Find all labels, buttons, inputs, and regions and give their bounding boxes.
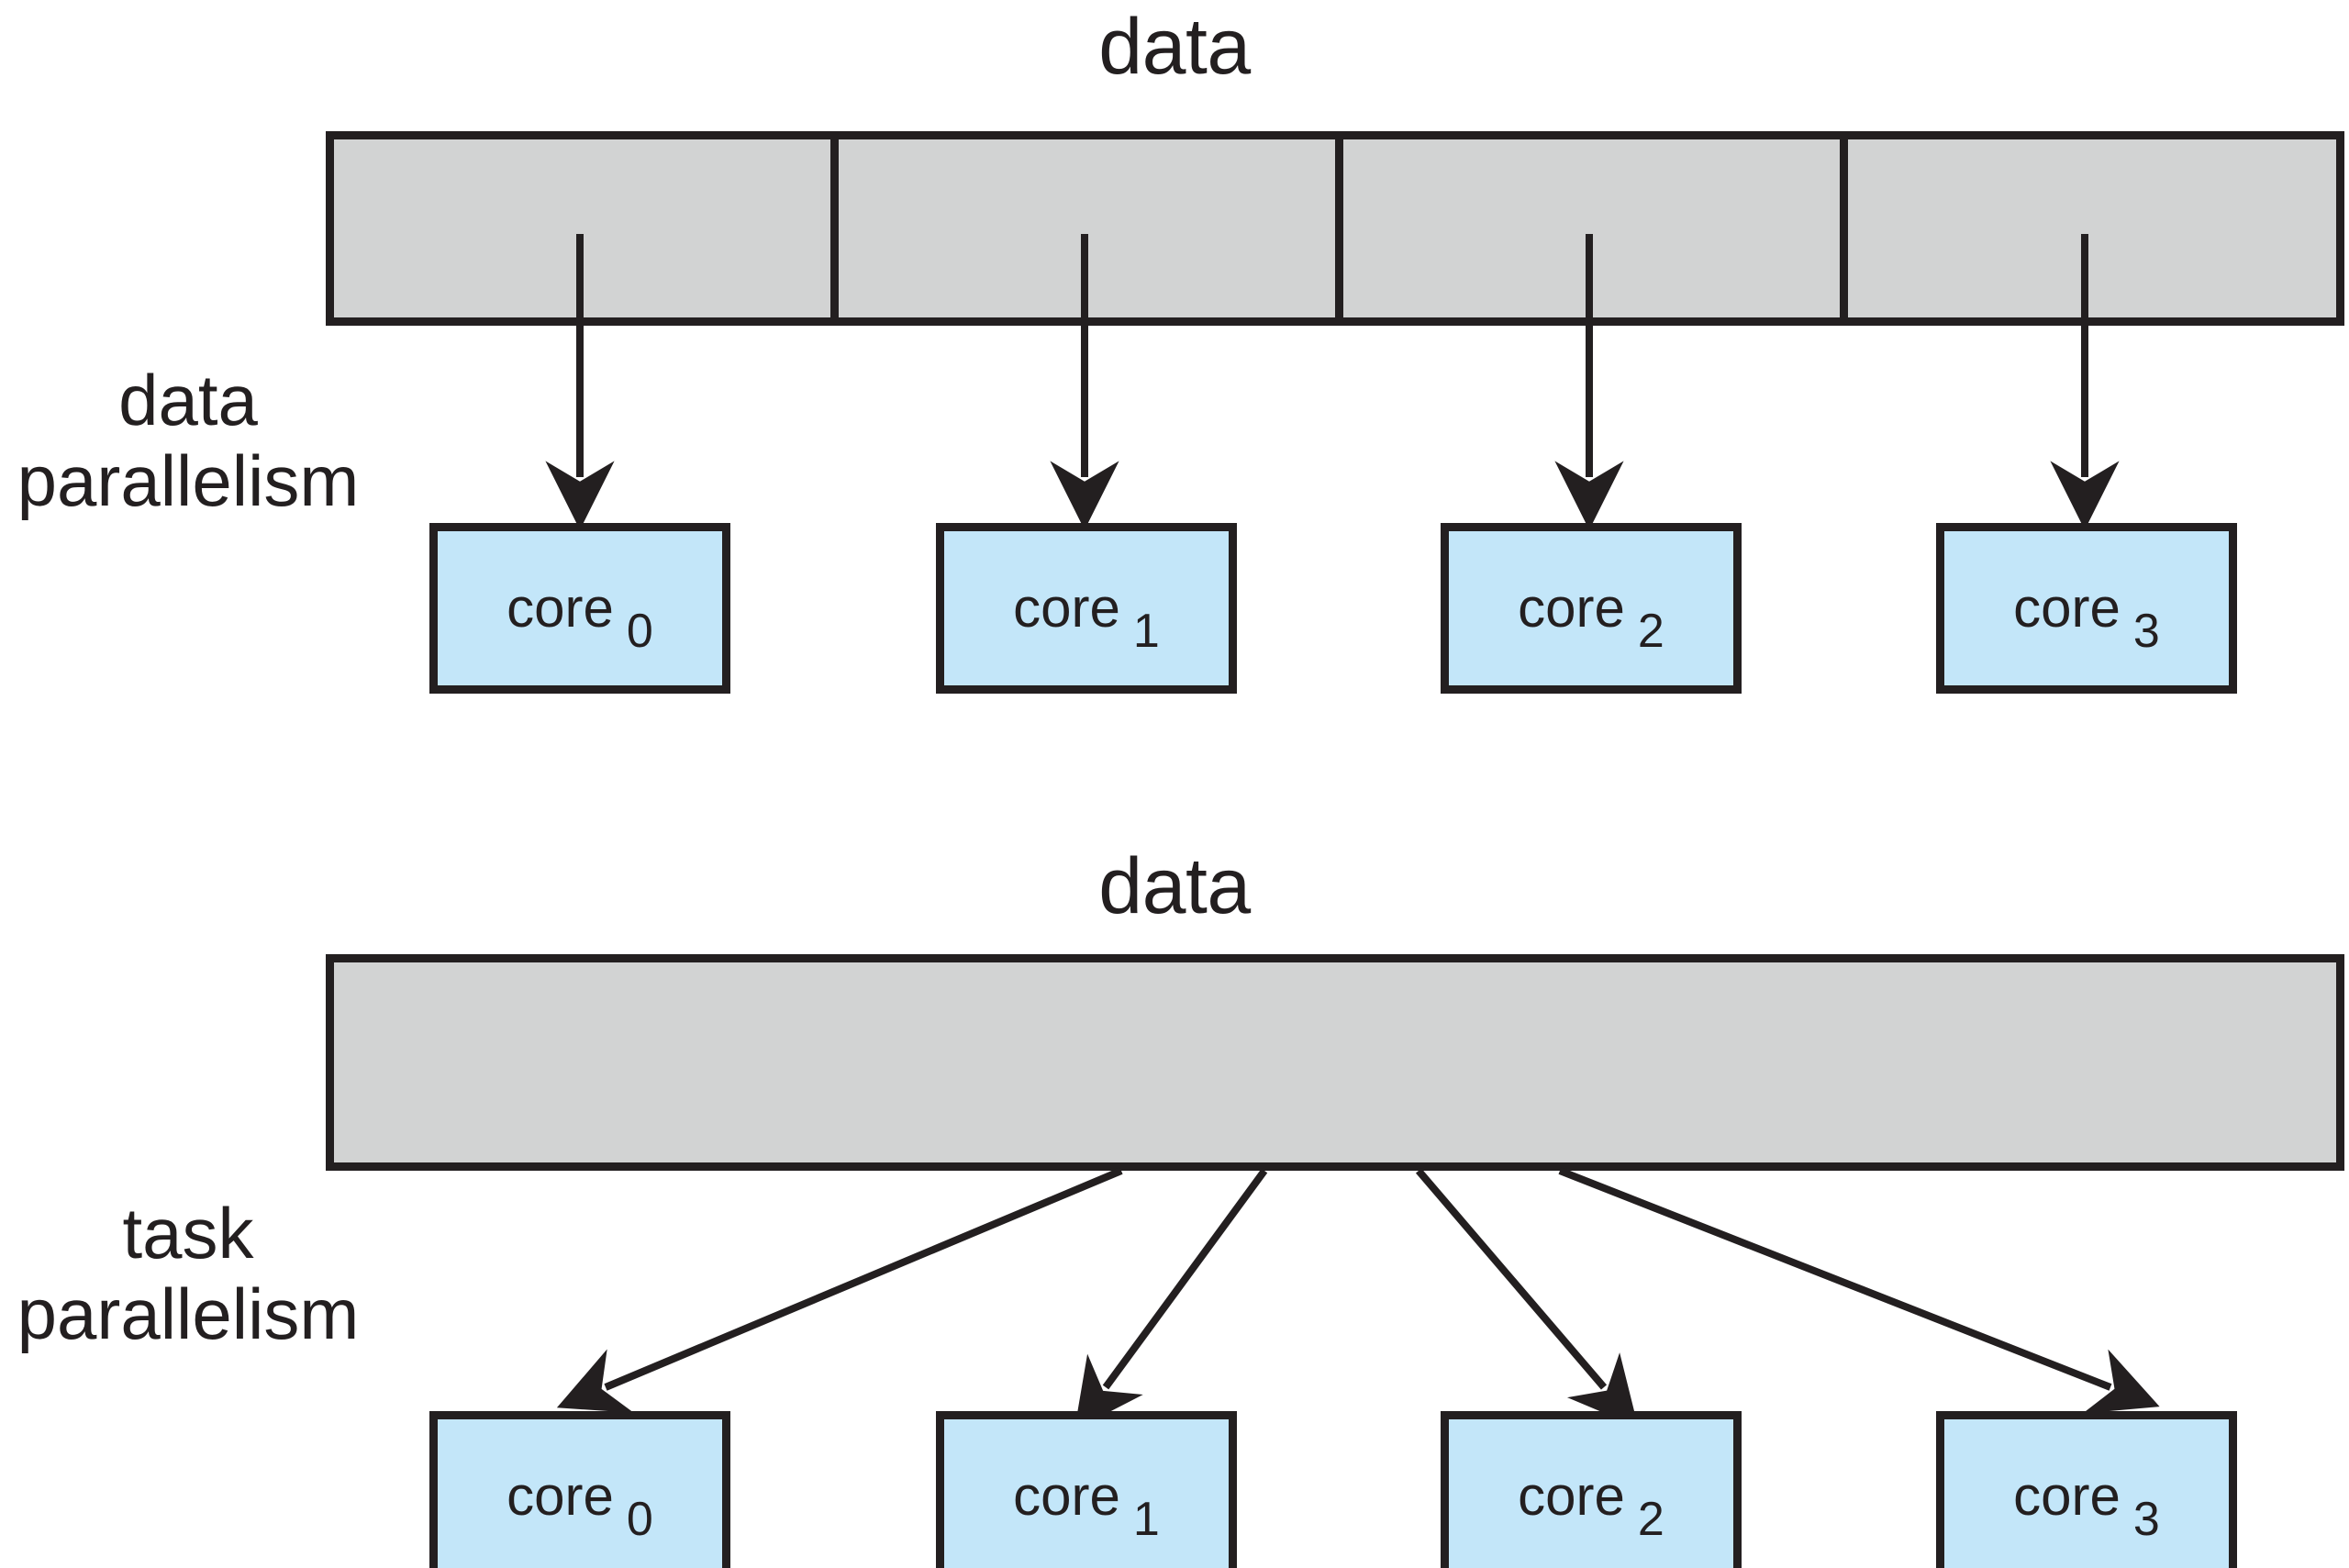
section-label-task-parallelism: task parallelism: [0, 1193, 385, 1354]
section-label-data-parallelism: data parallelism: [0, 360, 385, 521]
section-label-line-1: data: [118, 360, 258, 440]
arrow-task-to-core-1: [1074, 1168, 1268, 1430]
arrow-task-to-core-2: [1415, 1168, 1639, 1428]
data-bar-whole: [326, 954, 2344, 1171]
arrow-task-to-core-0: [556, 1167, 1123, 1413]
arrow-task-to-core-3: [1558, 1167, 2160, 1414]
data-bar-partitioned: [326, 131, 2344, 326]
data-bar-title-bottom: data: [1098, 842, 1251, 930]
data-bar-title-top: data: [1098, 3, 1251, 91]
section-label-line-2: parallelism: [17, 1273, 360, 1355]
data-bar-divider-3: [1840, 139, 1848, 317]
section-label-line-1: task: [122, 1193, 254, 1273]
section-label-line-2: parallelism: [17, 440, 360, 522]
data-bar-divider-2: [1335, 139, 1343, 317]
data-bar-divider-1: [830, 139, 839, 317]
